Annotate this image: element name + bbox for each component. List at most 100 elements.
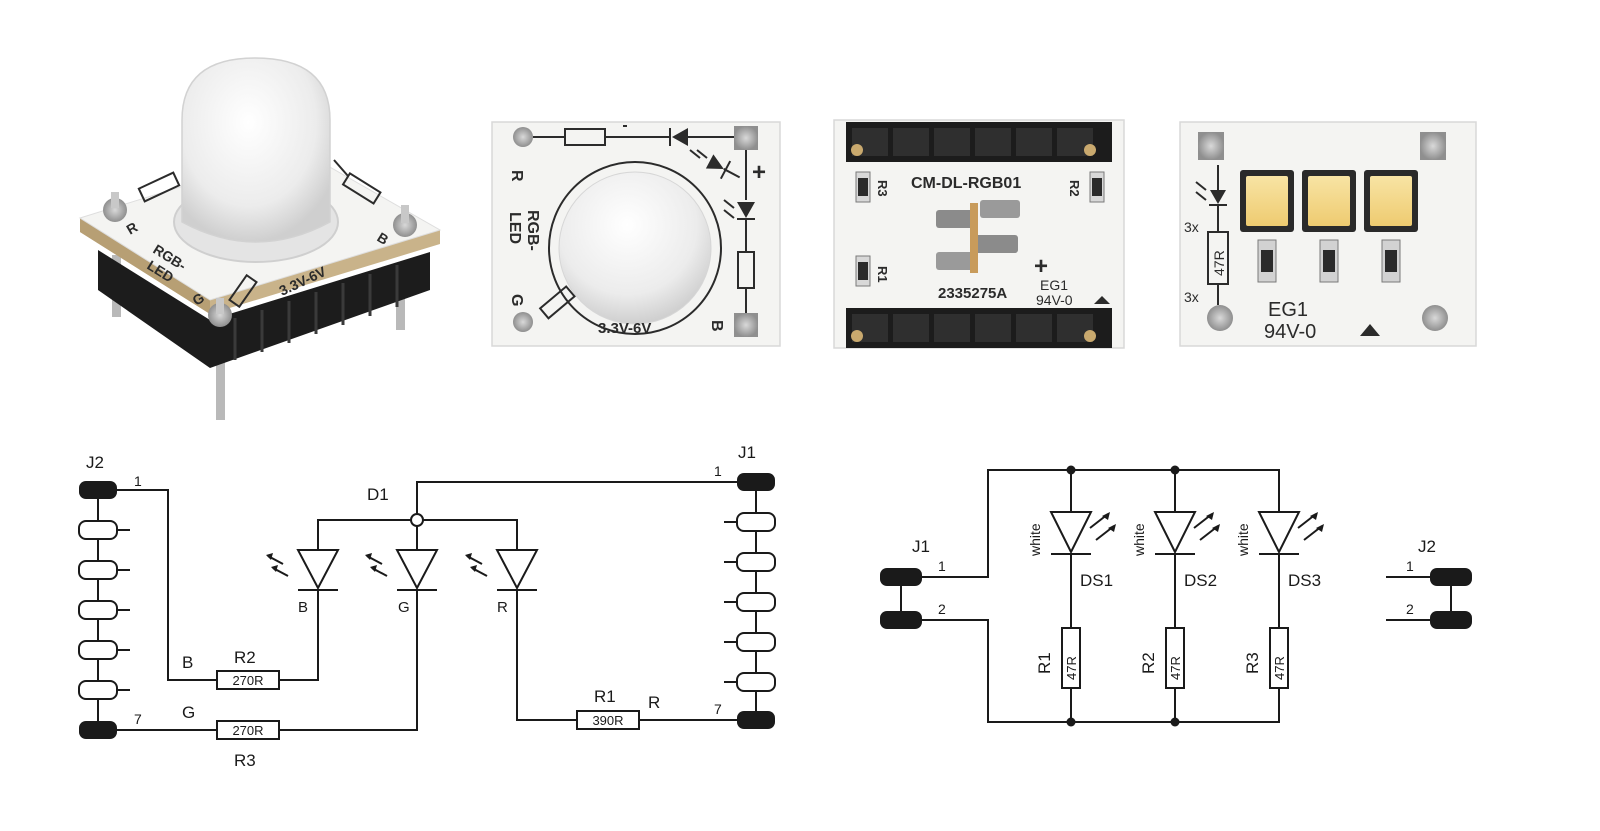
silk-diode-g [705,154,741,180]
pin-leg [216,330,225,420]
pad-bottom-right [1422,305,1448,331]
d1-g-label: G [398,599,410,616]
r2-value: 270R [232,673,263,688]
net-b: B [182,653,193,672]
r2-ref: R2 [234,648,256,667]
board-label-line1: RGB- [524,210,541,251]
j2-pin-7 [79,721,117,739]
ds3-ref: DS3 [1288,571,1321,590]
j2-ref: J2 [86,453,104,472]
r1-value: 390R [592,713,623,728]
pad-bottom-left [1207,305,1233,331]
j2-pin-1 [79,481,117,499]
r1-label: R1 [875,266,890,283]
j1-pin-1 [737,473,775,491]
ds1-ref: DS1 [1080,571,1113,590]
board-title: CM-DL-RGB01 [911,175,1021,192]
pad-label-r: R [508,170,525,182]
qty-bottom: 3x [1184,289,1199,305]
pin-pad-r [103,198,127,222]
junction-dot [1170,717,1180,727]
plus-mark: + [752,159,766,186]
junction-dot [1066,717,1076,727]
d1-r-label: R [497,599,508,616]
ds3-color: white [1235,523,1251,557]
ds2-ref: DS2 [1184,571,1217,590]
r3-value: 270R [232,723,263,738]
j2-connector [78,481,130,739]
header-cells-bottom [852,314,1093,342]
silk-diode-r [672,128,688,146]
r3-ref: R3 [234,751,256,770]
silk-diode [1210,190,1226,204]
d1-led-r [465,549,539,591]
w-r1-resistor [1061,627,1081,689]
w-j2-pin-2 [1430,611,1472,629]
w-j2-pin-1 [1430,568,1472,586]
smd-resistors [1257,239,1401,283]
d1-led-b [266,549,340,591]
header-cells-top [852,128,1093,156]
ds2-led [1153,511,1220,555]
r3-label: R3 [875,180,890,197]
j1-ref: J1 [738,443,756,462]
j1-pin7-num: 7 [714,701,722,717]
j1-pin-7 [737,711,775,729]
w-j1-ref: J1 [912,537,930,556]
j1-pin1-num: 1 [714,463,722,479]
pad-label-g: G [508,294,525,306]
rating-label: 94V-0 [1036,292,1073,308]
photo-3d-module: R G B RGB- LED 3.3V-6V [78,57,442,420]
w-r1-value: 47R [1064,656,1079,680]
w-j2-pin1-num: 1 [1406,558,1414,574]
net-r: R [648,693,660,712]
w-j1-pin-2 [880,611,922,629]
w-j1-pin2-num: 2 [938,601,946,617]
w-r3-resistor [1269,627,1289,689]
net-g: G [182,703,195,722]
solder-pads [936,200,1020,273]
r2-resistor [216,670,280,690]
w-j2-ref: J2 [1418,537,1436,556]
silk-res-value: 47R [1211,250,1227,276]
j2-pin1-num: 1 [134,473,142,489]
header-ridges [233,265,399,360]
schematic-rgb: J2 1 7 270R R2 B 270R R3 [78,443,776,770]
pin-pad-g [208,303,232,327]
d1-b-label: B [298,599,308,616]
voltage-label-top: 3.3V-6V [598,320,651,337]
w-r3-value: 47R [1272,656,1287,680]
r2-label: R2 [1067,180,1082,197]
qty-top: 3x [1184,219,1199,235]
silk-resistor-g [538,285,576,320]
pad-label-b: B [708,320,725,332]
d1-ref: D1 [367,485,389,504]
photo-white-led-board: 3x 47R 3x EG1 94V-0 [1179,121,1477,347]
ds1-color: white [1027,523,1043,557]
r1-ref: R1 [594,687,616,706]
pad-top-right [1420,132,1446,160]
w-r2-ref: R2 [1139,652,1158,674]
w-r2-resistor [1165,627,1185,689]
silk-led-outline [548,161,722,335]
w-j1-pin-1 [880,568,922,586]
led-dome [181,57,331,243]
pin-header [98,250,430,368]
eg-label: EG1 [1040,277,1068,293]
pad-b [734,313,758,337]
plus-mark-bottom: + [1034,253,1048,280]
j2-pin7-num: 7 [134,711,142,727]
silk-resistor [137,171,181,203]
w-j2-pin2-num: 2 [1406,601,1414,617]
pad-r [513,127,533,147]
silk-resistor [341,171,382,205]
silk-resistor [228,273,258,309]
w-r3-ref: R3 [1243,652,1262,674]
d1-led-g [365,549,439,591]
ds3-led [1257,511,1324,555]
pad-common [734,126,758,150]
photo-bottom-board: CM-DL-RGB01 R3 R2 R1 + EG1 94V-0 2335275… [833,119,1125,349]
ds1-led [1049,511,1116,555]
